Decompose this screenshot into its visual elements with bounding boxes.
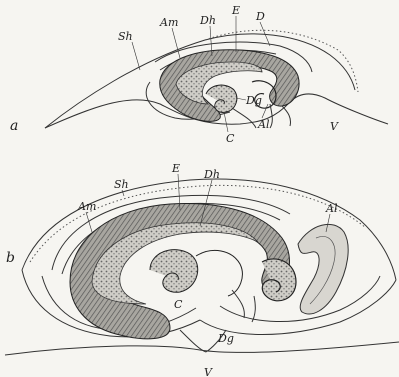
fig-a-dg-fold (232, 108, 256, 128)
fig-a-label-dg: Dg (245, 94, 262, 107)
fig-b-label-dg: Dg (217, 332, 234, 345)
fig-b-label-sh: Sh (114, 178, 129, 191)
fig-a-label-al: Al (257, 118, 270, 131)
fig-a-label-e: E (231, 4, 240, 17)
fig-a-label-am: Am (159, 16, 178, 29)
fig-b-c-spiral (150, 250, 198, 293)
fig-b-hook-fold (232, 290, 255, 322)
fig-b-allantois (298, 224, 348, 314)
fig-b-label-c: C (174, 298, 183, 311)
fig-b-right-hook (262, 259, 296, 301)
fig-b-label-dh: Dh (203, 168, 220, 181)
figure-a (45, 30, 388, 128)
fig-b-c-fold (196, 250, 242, 296)
fig-b-label-al: Al (325, 202, 338, 215)
fig-b-panel-letter: b (6, 250, 15, 266)
fig-b-label-e: E (171, 162, 180, 175)
fig-b-label-v: V (204, 366, 213, 377)
fig-b-baseline (5, 342, 399, 355)
fig-a-label-sh: Sh (118, 30, 133, 43)
fig-a-label-d: D (255, 10, 265, 23)
fig-a-label-c: C (226, 132, 235, 145)
figure-b (5, 179, 399, 355)
fig-b-lower-right (200, 280, 396, 335)
fig-b-label-am: Am (77, 200, 96, 213)
fig-a-panel-letter: a (10, 118, 18, 134)
fig-a-label-v: V (330, 120, 339, 133)
fig-a-label-dh: Dh (199, 14, 216, 27)
